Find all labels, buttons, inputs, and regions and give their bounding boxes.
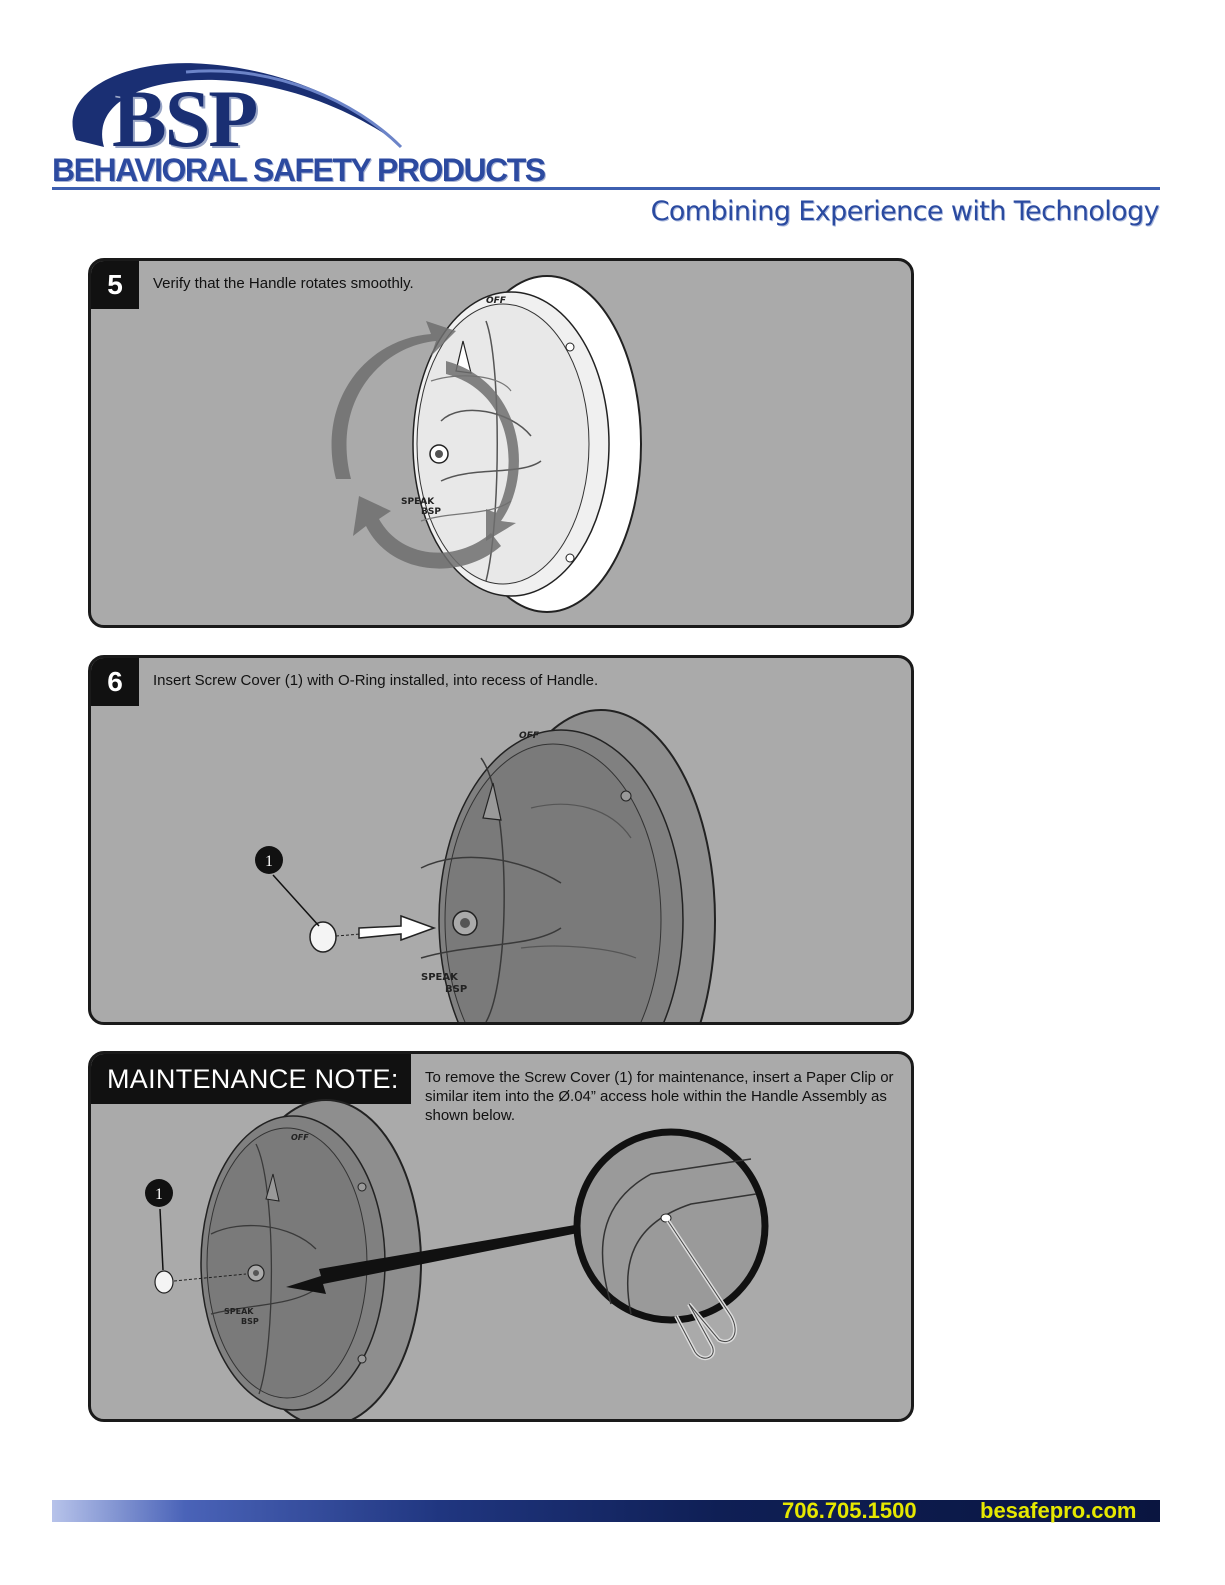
callout-number: 1 [265,853,273,870]
bsp-label: BSP [421,507,441,517]
off-label: OFF [486,296,507,306]
company-name: BEHAVIORAL SAFETY PRODUCTS [52,152,546,188]
step-5-panel: 5 Verify that the Handle rotates smoothl… [88,258,914,628]
step-number: 6 [91,658,139,706]
step-instruction: Verify that the Handle rotates smoothly. [153,275,414,292]
logo-mark: BSP [112,73,258,164]
speaker-label: SPEAK [224,1307,254,1316]
footer-phone: 706.705.1500 [782,1498,917,1523]
speaker-label: SPEAK [401,497,435,507]
footer-bar [52,1500,1160,1522]
off-label: OFF [291,1133,309,1142]
handle-rotation-illustration: OFF SPEAK BSP [331,275,642,613]
maintenance-title: MAINTENANCE NOTE: [91,1054,411,1104]
header-divider [52,187,1160,190]
speaker-label: SPEAK [421,972,459,983]
off-label: OFF [519,731,540,741]
bsp-label: BSP [445,984,467,995]
callout-number: 1 [155,1186,163,1203]
bsp-label: BSP [241,1317,259,1326]
maintenance-note-panel: MAINTENANCE NOTE: To remove the Screw Co… [88,1051,914,1422]
screw-cover-insert-illustration: 1 OFF SPEAK BSP [255,709,716,1022]
tagline: Combining Experience with Technology [650,196,1160,227]
step-6-panel: 6 Insert Screw Cover (1) with O-Ring ins… [88,655,914,1025]
step-instruction: Insert Screw Cover (1) with O-Ring insta… [153,672,599,689]
paper-clip-access-illustration: 1 OFF SPEAK BSP [145,1099,769,1419]
step-number: 5 [91,261,139,309]
maintenance-text: To remove the Screw Cover (1) for mainte… [425,1069,894,1124]
bsp-logo-swoosh [72,63,403,149]
footer-website-link[interactable]: besafepro.com [980,1498,1137,1523]
